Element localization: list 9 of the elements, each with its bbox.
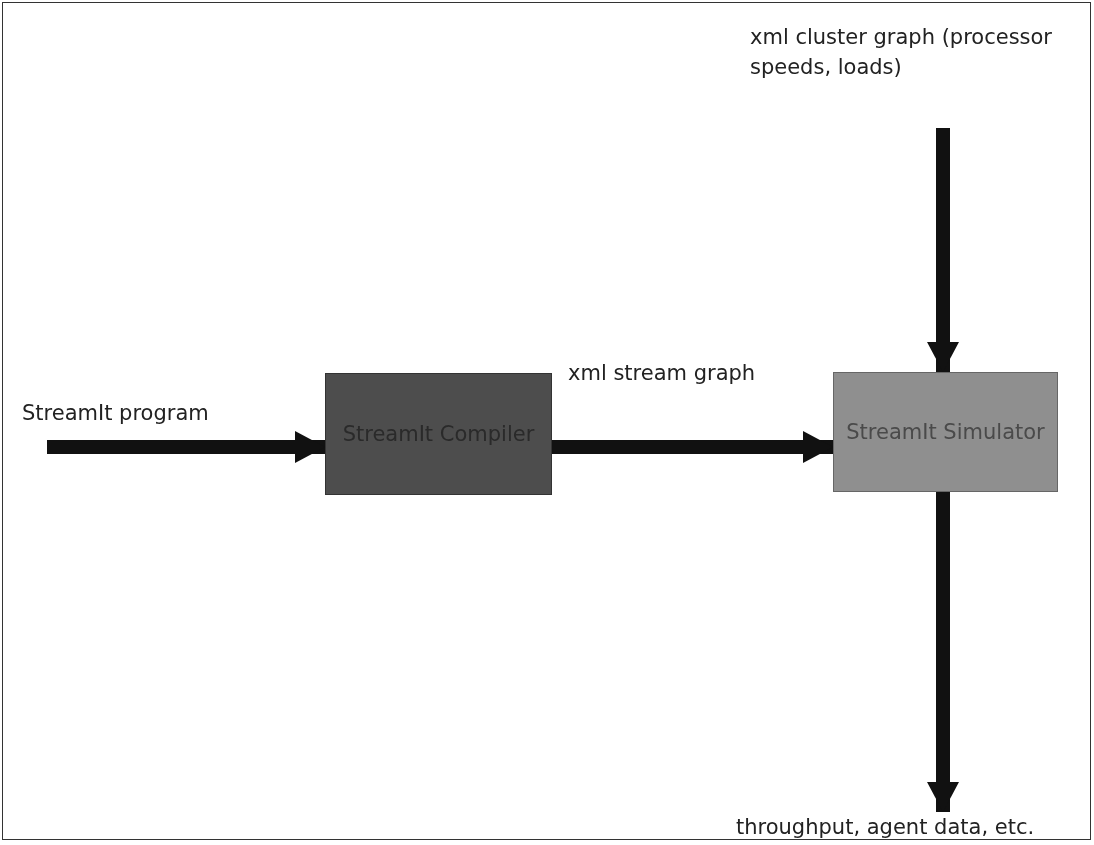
process-box: StreamIt Simulator: [833, 372, 1058, 492]
arrow: [47, 431, 325, 463]
arrow: [927, 492, 959, 812]
edge-label: StreamIt program: [22, 400, 210, 427]
edge-label: xml stream graph: [568, 360, 757, 387]
arrow: [552, 431, 833, 463]
output-text: throughput, agent data, etc.: [736, 812, 1086, 842]
input-text: xml cluster graph (processor speeds, loads): [750, 22, 1090, 106]
arrow: [927, 128, 959, 372]
